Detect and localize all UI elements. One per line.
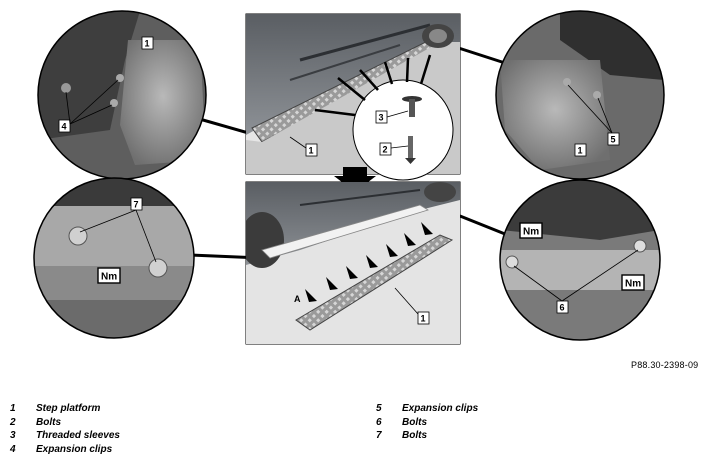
- down-arrows: [305, 222, 433, 302]
- detail-circle-right-bottom: Nm Nm 6: [499, 179, 661, 341]
- main-photo-bottom: A 1: [245, 181, 461, 345]
- detail-circle-left-bottom: 7 Nm: [33, 177, 195, 339]
- callout-1-rt: 1: [578, 146, 583, 156]
- detail-circle-left-top: 1 4: [37, 10, 207, 180]
- callout-5: 5: [611, 135, 616, 145]
- torque-label-b: Nm: [625, 279, 641, 290]
- callout-2: 2: [383, 145, 388, 155]
- callout-6: 6: [560, 303, 565, 313]
- threaded-sleeve-icon: [402, 96, 422, 117]
- bolt-icon: [405, 136, 416, 164]
- detail-circle-right-top: 1 5: [495, 10, 665, 180]
- callout-3: 3: [379, 113, 384, 123]
- fastener-inset: [352, 79, 454, 181]
- installation-illustration: 3 2 1: [33, 10, 665, 345]
- main-photo-top: 3 2 1: [245, 13, 461, 181]
- callout-1-top: 1: [309, 146, 314, 156]
- torque-label-a: Nm: [523, 227, 539, 238]
- fan-lines: [314, 54, 432, 117]
- arrow-label-a: A: [294, 294, 301, 304]
- callout-1-lt: 1: [145, 39, 150, 49]
- callout-4: 4: [62, 122, 67, 132]
- callout-1-bottom: 1: [421, 314, 426, 324]
- torque-label: Nm: [101, 272, 117, 283]
- callout-7: 7: [134, 200, 139, 210]
- figure-id: P88.30-2398-09: [631, 360, 699, 370]
